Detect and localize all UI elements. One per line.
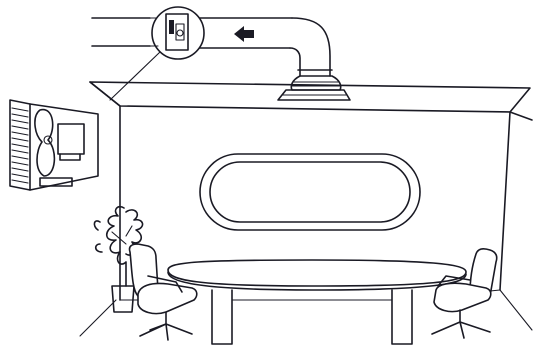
supply-duct [92, 18, 332, 76]
table-icon [168, 260, 466, 344]
oval-wall-window [200, 154, 420, 230]
chair-icon [129, 244, 196, 340]
ceiling-diffuser [278, 76, 350, 100]
chair-icon-right [432, 249, 497, 338]
duct-direction-arrow-icon [234, 26, 254, 42]
damper-detail-callout [110, 7, 204, 100]
fan-icon [10, 100, 98, 190]
